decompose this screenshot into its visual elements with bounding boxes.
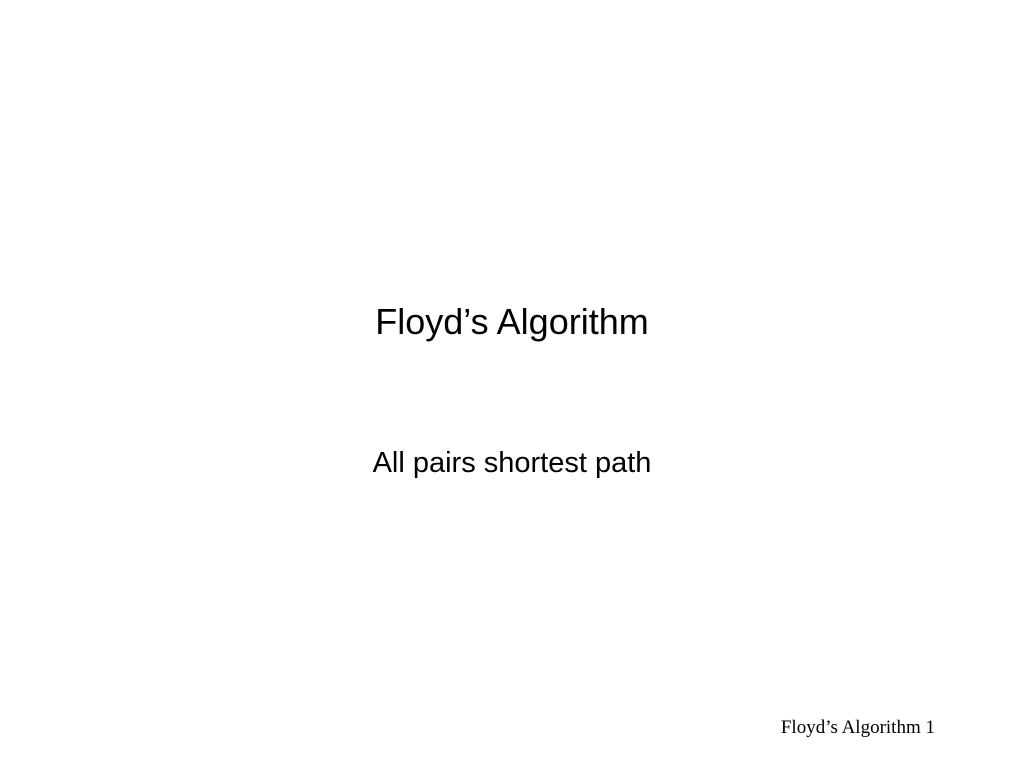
slide-title: Floyd’s Algorithm [375,301,649,342]
slide-footer: Floyd’s Algorithm 1 [780,717,935,738]
slide-subtitle: All pairs shortest path [372,447,652,479]
